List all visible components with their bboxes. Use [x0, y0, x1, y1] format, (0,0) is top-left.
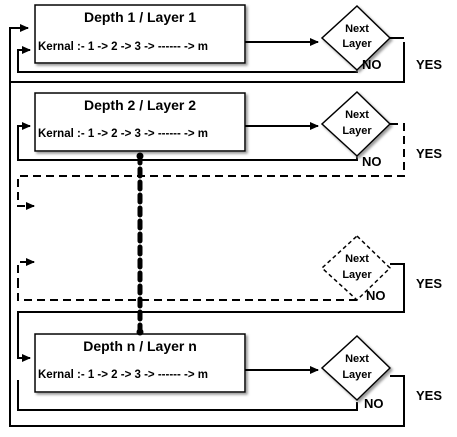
block-n-outer-rail [9, 168, 405, 427]
intermediate-no-label: NO [366, 288, 386, 303]
block-n-decision-line1: Next [345, 353, 369, 365]
block-n-yes-label: YES [416, 388, 442, 403]
block-2-yes-label: YES [416, 146, 442, 161]
depth-connector-bottom-dot [136, 328, 144, 336]
block-n-decision-diamond [320, 334, 392, 402]
block-2-yes-loop-dashed [17, 123, 405, 210]
intermediate-no-loop-dashed [17, 286, 357, 301]
intermediate-decision-line1: Next [345, 253, 369, 265]
block-n-title: Depth n / Layer n [83, 338, 197, 354]
block-1-title: Depth 1 / Layer 1 [84, 9, 196, 25]
block-1-decision-line2: Layer [342, 38, 372, 50]
block-n-decision-line2: Layer [342, 369, 372, 381]
block-1-decision-diamond [320, 4, 392, 72]
intermediate-decision-line2: Layer [342, 269, 372, 281]
block-n-no-loop [17, 380, 358, 411]
intermediate-yes-loop [17, 263, 405, 362]
block-n-no-label: NO [364, 396, 384, 411]
block-1-decision-line1: Next [345, 23, 369, 35]
block-n-box [34, 333, 246, 393]
block-n: Depth n / Layer n Kernal :- 1 -> 2 -> 3 … [9, 168, 442, 427]
block-2-box [34, 92, 246, 152]
block-n-kernel: Kernal :- 1 -> 2 -> 3 -> ------ -> m [38, 369, 208, 381]
block-2-decision-line2: Layer [342, 125, 372, 137]
intermediate-entry-arrow [17, 258, 35, 286]
block-1-no-label: NO [362, 57, 382, 72]
block-1-kernel: Kernal :- 1 -> 2 -> 3 -> ------ -> m [38, 41, 208, 53]
block-intermediate: Next Layer NO YES [17, 234, 442, 362]
block-2-decision-line1: Next [345, 109, 369, 121]
block-2-decision-diamond [320, 90, 392, 158]
depth-connector-top-dot [136, 152, 144, 160]
block-1-box [34, 4, 246, 64]
block-1: Depth 1 / Layer 1 Kernal :- 1 -> 2 -> 3 … [9, 4, 442, 83]
block-2-kernel: Kernal :- 1 -> 2 -> 3 -> ------ -> m [38, 128, 208, 140]
depth-connector [136, 152, 144, 336]
block-2-no-label: NO [362, 154, 382, 169]
intermediate-yes-label: YES [416, 276, 442, 291]
block-2-title: Depth 2 / Layer 2 [84, 97, 196, 113]
block-2-no-loop [17, 122, 358, 161]
block-1-yes-label: YES [416, 57, 442, 72]
block-2: Depth 2 / Layer 2 Kernal :- 1 -> 2 -> 3 … [9, 82, 442, 210]
